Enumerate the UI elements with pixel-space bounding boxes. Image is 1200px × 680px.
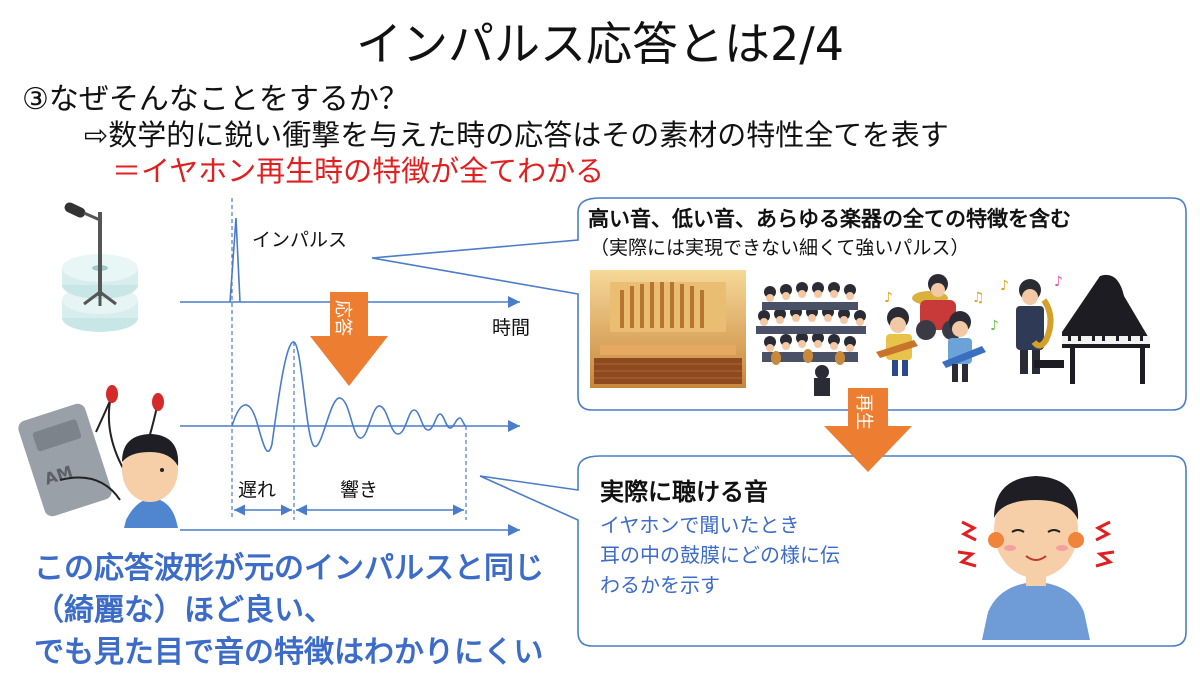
delay-label: 遅れ [238,479,276,501]
bottom-callout-line: わるかを示す [600,573,720,597]
top-callout-subtitle: （実際には実現できない細くて強いパルス） [590,237,969,259]
bottom-callout-line: イヤホンで聞いたとき [600,513,799,537]
conclusion-text: この応答波形が元のインパルスと同じ （綺麗な）ほど良い、 でも見た目で音の特徴は… [34,548,544,674]
band-illustration: ♪ ♫ ♪ [876,274,999,382]
top-callout-title: 高い音、低い音、あらゆる楽器の全ての特徴を含む [588,207,1071,231]
microphone-on-cd-illustration [62,202,138,332]
conclusion-line: この応答波形が元のインパルスと同じ [34,551,544,586]
boy-with-earphones-illustration: AM [18,385,179,528]
boy-hearing-sound-illustration [957,476,1115,640]
conclusion-line: （綺麗な）ほど良い、 [34,593,334,628]
svg-text:♪: ♪ [990,318,999,334]
response-waveform [231,341,467,452]
answer-text: ⇨数学的に鋭い衝撃を与えた時の応答はその素材の特性全てを表す [84,118,949,152]
svg-text:♪: ♪ [884,290,893,306]
conclusion-line: でも見た目で音の特徴はわかりにくい [34,635,544,670]
play-arrow-label: 再生 [853,394,874,430]
play-arrow [824,388,912,472]
concert-hall-photo [590,270,746,388]
question-text: ③なぜそんなことをするか？ [22,82,409,117]
bottom-callout-line: 耳の中の鼓膜にどの様に伝 [600,543,840,567]
svg-text:♫: ♫ [972,290,985,306]
impulse-spike [229,217,241,303]
page-title: インパルス応答とは2/4 [355,17,845,71]
grand-piano-saxophone-illustration: ♪ ♪ [1000,274,1150,384]
bottom-callout-title: 実際に聴ける音 [600,478,768,506]
impulse-label: インパルス [252,229,347,251]
time-axis-label: 時間 [492,317,530,339]
response-arrow [310,292,388,386]
orchestra-illustration [756,282,866,396]
reverb-label: 響き [340,479,378,501]
svg-text:♪: ♪ [1054,274,1063,290]
highlight-text: ＝イヤホン再生時の特徴が全てわかる [112,154,605,188]
svg-text:♪: ♪ [1000,278,1009,294]
response-arrow-label: 応答 [332,300,353,336]
